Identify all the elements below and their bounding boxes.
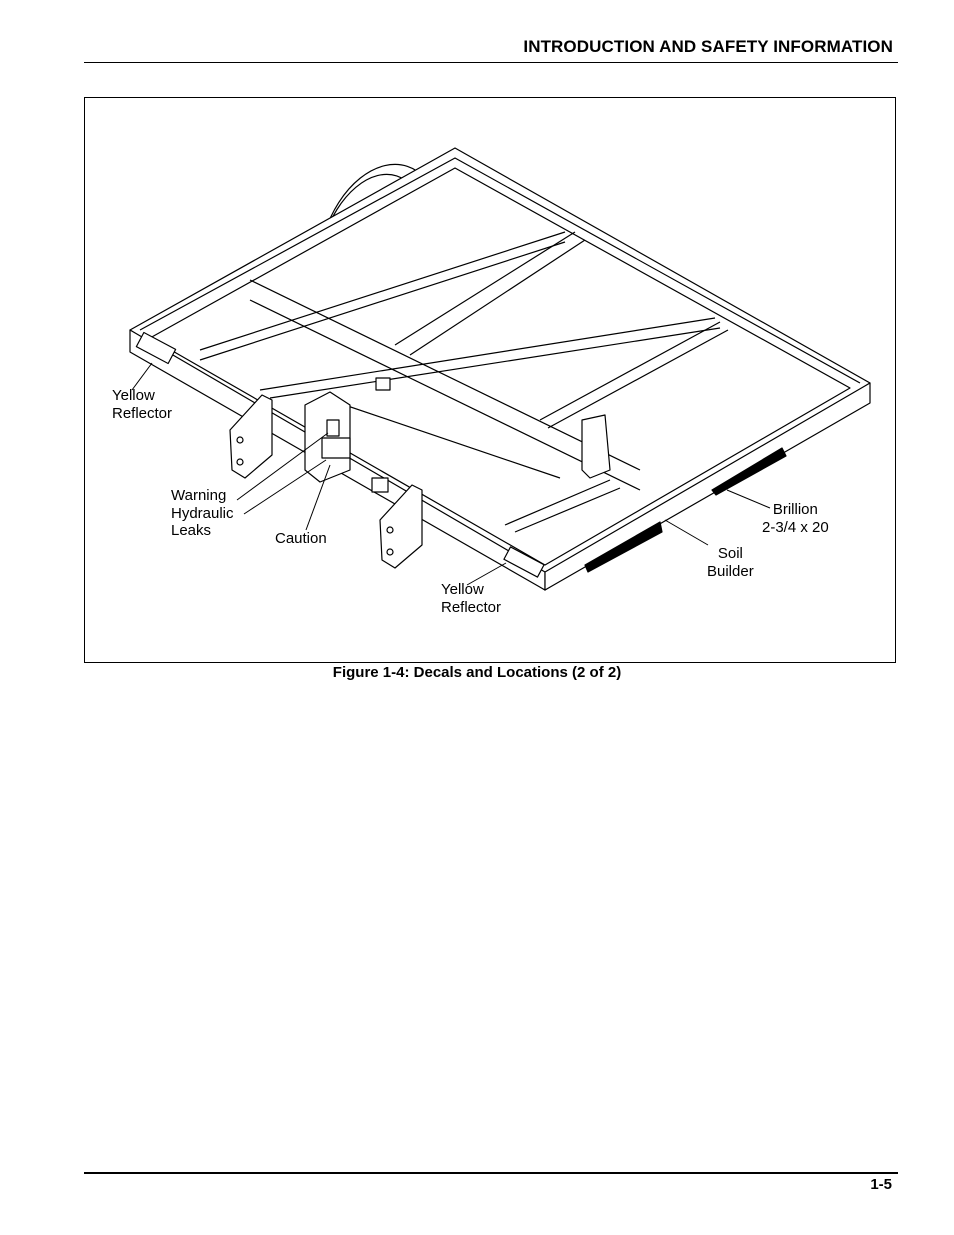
page-header-title: INTRODUCTION AND SAFETY INFORMATION	[523, 37, 893, 56]
main-frame-drawing	[129, 147, 871, 591]
callout-warning-hydraulic-leaks: Warning Hydraulic Leaks	[171, 487, 234, 539]
callout-yellow-reflector-left: Yellow Reflector	[112, 387, 173, 422]
callout-yellow-reflector-bottom: Yellow Reflector	[441, 581, 502, 616]
callout-soil-builder: Soil Builder	[707, 545, 754, 580]
footer-rule	[84, 1172, 898, 1174]
page-number: 1-5	[870, 1176, 892, 1193]
figure-frame	[84, 97, 896, 663]
decal-markers-drawing	[135, 331, 787, 578]
implement-frame-drawing	[129, 147, 871, 591]
hitch-brackets-drawing	[229, 377, 611, 569]
callout-caution: Caution	[275, 530, 327, 547]
leader-lines-drawing	[131, 362, 771, 586]
header-rule	[84, 62, 898, 63]
figure-caption: Figure 1-4: Decals and Locations (2 of 2…	[332, 664, 622, 681]
callout-brillion: Brillion 2-3/4 x 20	[762, 501, 829, 536]
